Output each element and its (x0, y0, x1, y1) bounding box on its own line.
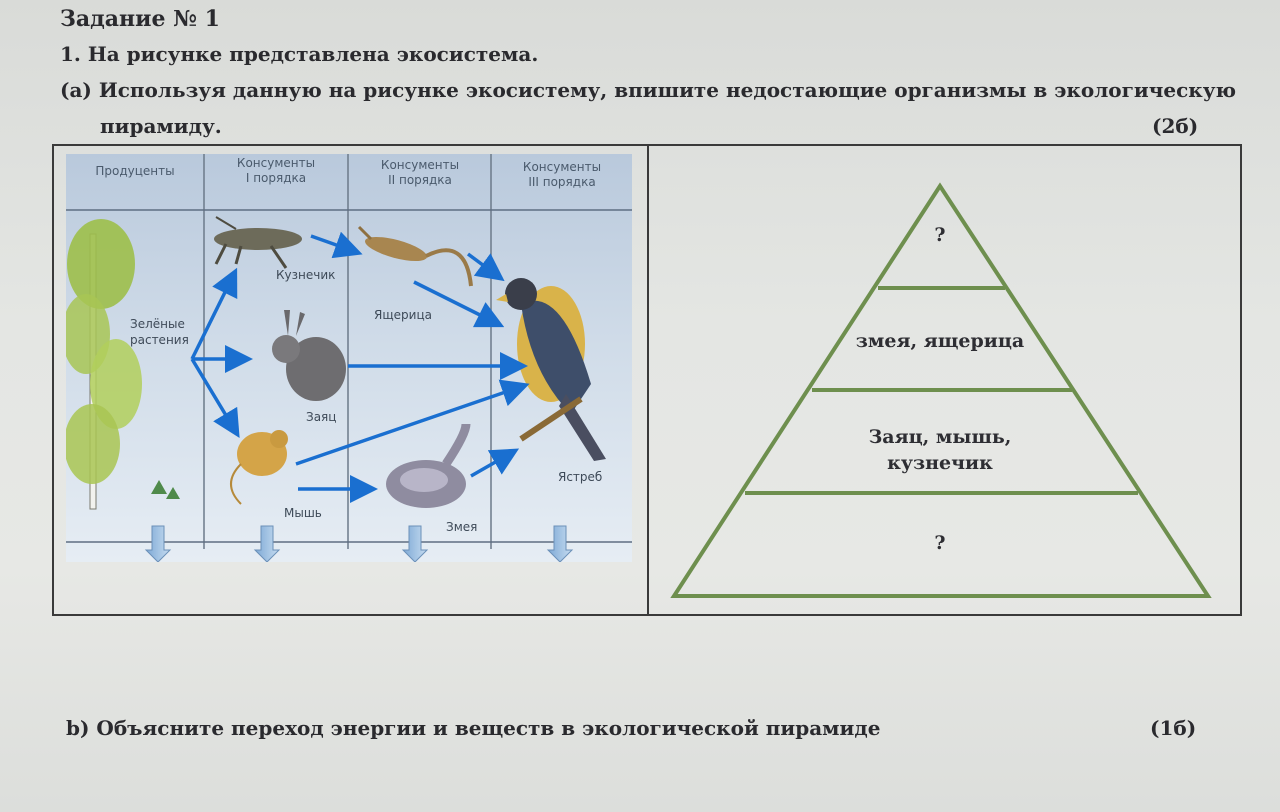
pyramid-level-2: змея, ящерица (840, 330, 1040, 352)
label-grasshopper: Кузнечик (276, 268, 335, 282)
question-1-text: 1. На рисунке представлена экосистема. (60, 42, 538, 66)
pyramid-level-3: Заяц, мышь, кузнечик (840, 424, 1040, 476)
pyramid-level-top: ? (920, 224, 960, 246)
column-header-consumers-1: Консументы I порядка (206, 156, 346, 186)
label-mouse: Мышь (284, 506, 322, 520)
question-a-line2: пирамиду. (100, 114, 222, 138)
hare-illustration (272, 310, 346, 401)
grasshopper-illustration (214, 217, 302, 268)
label-hawk: Ястреб (558, 470, 602, 484)
birch-tree-illustration (66, 219, 180, 509)
label-line1: Зелёные (130, 316, 189, 332)
column-header-producers: Продуценты (68, 164, 202, 179)
ecosystem-figure: Продуценты Консументы I порядка Консумен… (66, 154, 632, 562)
task-title: Задание № 1 (60, 6, 220, 32)
energy-loss-arrows (146, 526, 572, 562)
question-a-line1: (а) Используя данную на рисунке экосисте… (60, 78, 1236, 102)
table-divider (647, 144, 649, 616)
pyramid-level-3-line2: кузнечик (840, 450, 1040, 476)
column-header-line2: I порядка (206, 171, 346, 186)
pyramid-level-3-line1: Заяц, мышь, (840, 424, 1040, 450)
label-green-plants: Зелёные растения (130, 316, 189, 348)
lizard-illustration (359, 227, 471, 286)
label-snake: Змея (446, 520, 477, 534)
column-header-line2: III порядка (493, 175, 631, 190)
points-a: (2б) (1152, 114, 1198, 138)
hawk-illustration (496, 278, 606, 461)
column-header-line2: II порядка (350, 173, 490, 188)
label-hare: Заяц (306, 410, 336, 424)
column-header-line1: Консументы (350, 158, 490, 173)
column-header-consumers-2: Консументы II порядка (350, 158, 490, 188)
label-line2: растения (130, 332, 189, 348)
label-lizard: Ящерица (374, 308, 432, 322)
column-header-line1: Продуценты (95, 164, 174, 178)
column-header-line1: Консументы (493, 160, 631, 175)
ecological-pyramid: ? змея, ящерица Заяц, мышь, кузнечик ? (660, 172, 1220, 608)
pyramid-level-bottom: ? (920, 532, 960, 554)
snake-illustration (386, 424, 466, 508)
points-b: (1б) (1150, 716, 1196, 740)
question-b-text: b) Объясните переход энергии и веществ в… (66, 716, 880, 740)
column-header-line1: Консументы (206, 156, 346, 171)
mouse-illustration (231, 430, 288, 504)
column-header-consumers-3: Консументы III порядка (493, 160, 631, 190)
